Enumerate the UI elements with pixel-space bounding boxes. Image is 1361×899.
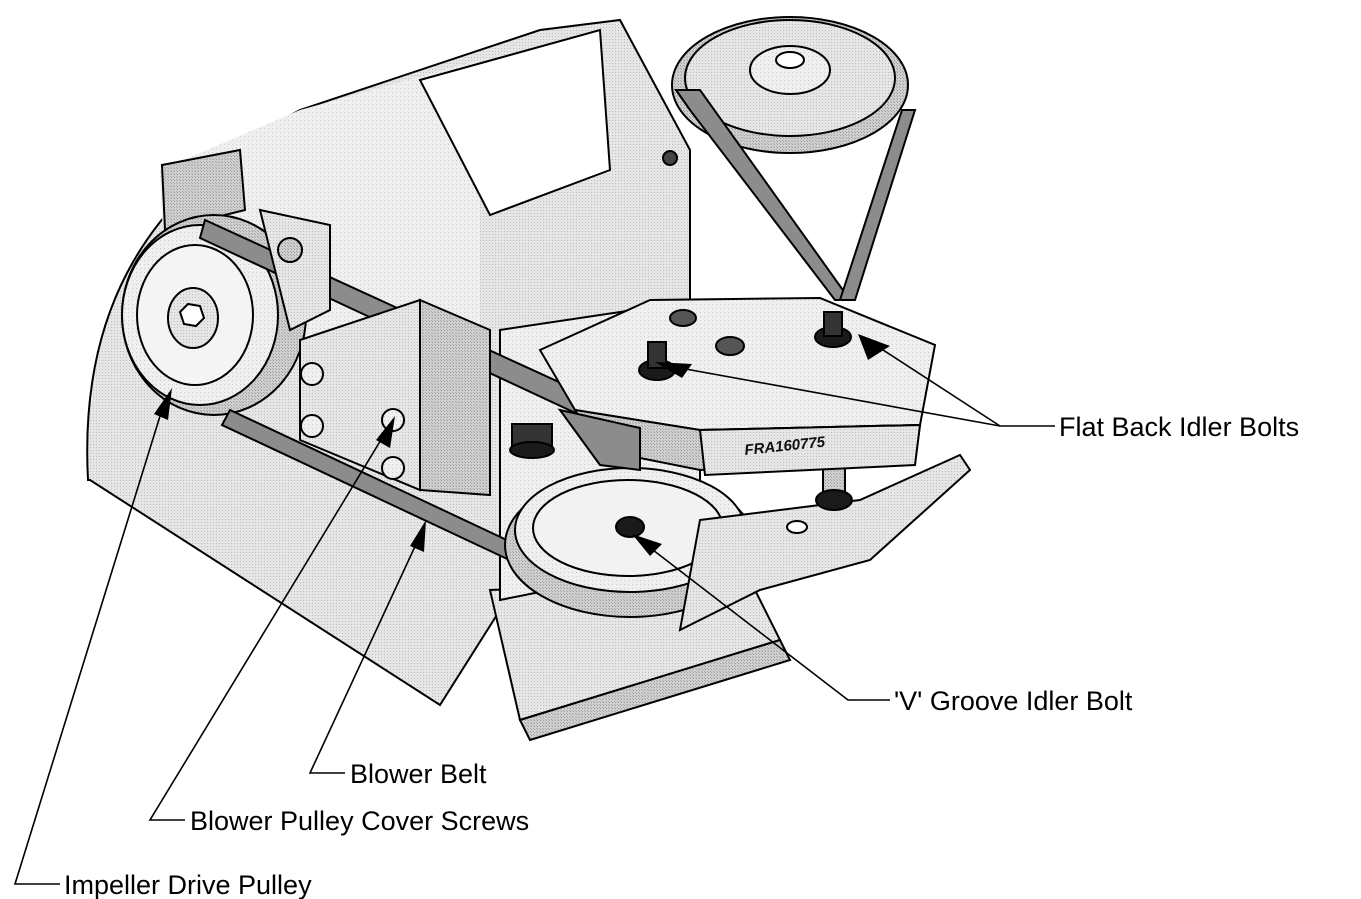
idler-stack-bolts [509,423,555,459]
arrowhead [376,416,395,448]
callout-blower-pulley-cover-screws: Blower Pulley Cover Screws [190,806,529,836]
arrowhead [410,520,426,552]
upper-drive-belt [674,89,917,301]
arrowhead [632,534,662,556]
arrowhead [858,334,890,360]
idler-arm [678,453,972,632]
arrowhead [154,388,172,420]
callout-impeller-drive-pulley: Impeller Drive Pulley [64,870,312,899]
flat-back-idler-bolt [814,311,852,348]
flat-back-idler-plate [538,296,937,477]
callout-blower-belt: Blower Belt [350,759,487,789]
callout-v-groove-idler-bolt: 'V' Groove Idler Bolt [894,686,1133,716]
arrowhead [655,362,692,378]
impeller-drive-pulley [121,214,307,416]
leader-arrowheads [154,334,890,556]
upper-pulley [671,16,909,154]
callout-flat-back-idler-bolts: Flat Back Idler Bolts [1059,412,1299,442]
leader-lines [13,347,1055,885]
